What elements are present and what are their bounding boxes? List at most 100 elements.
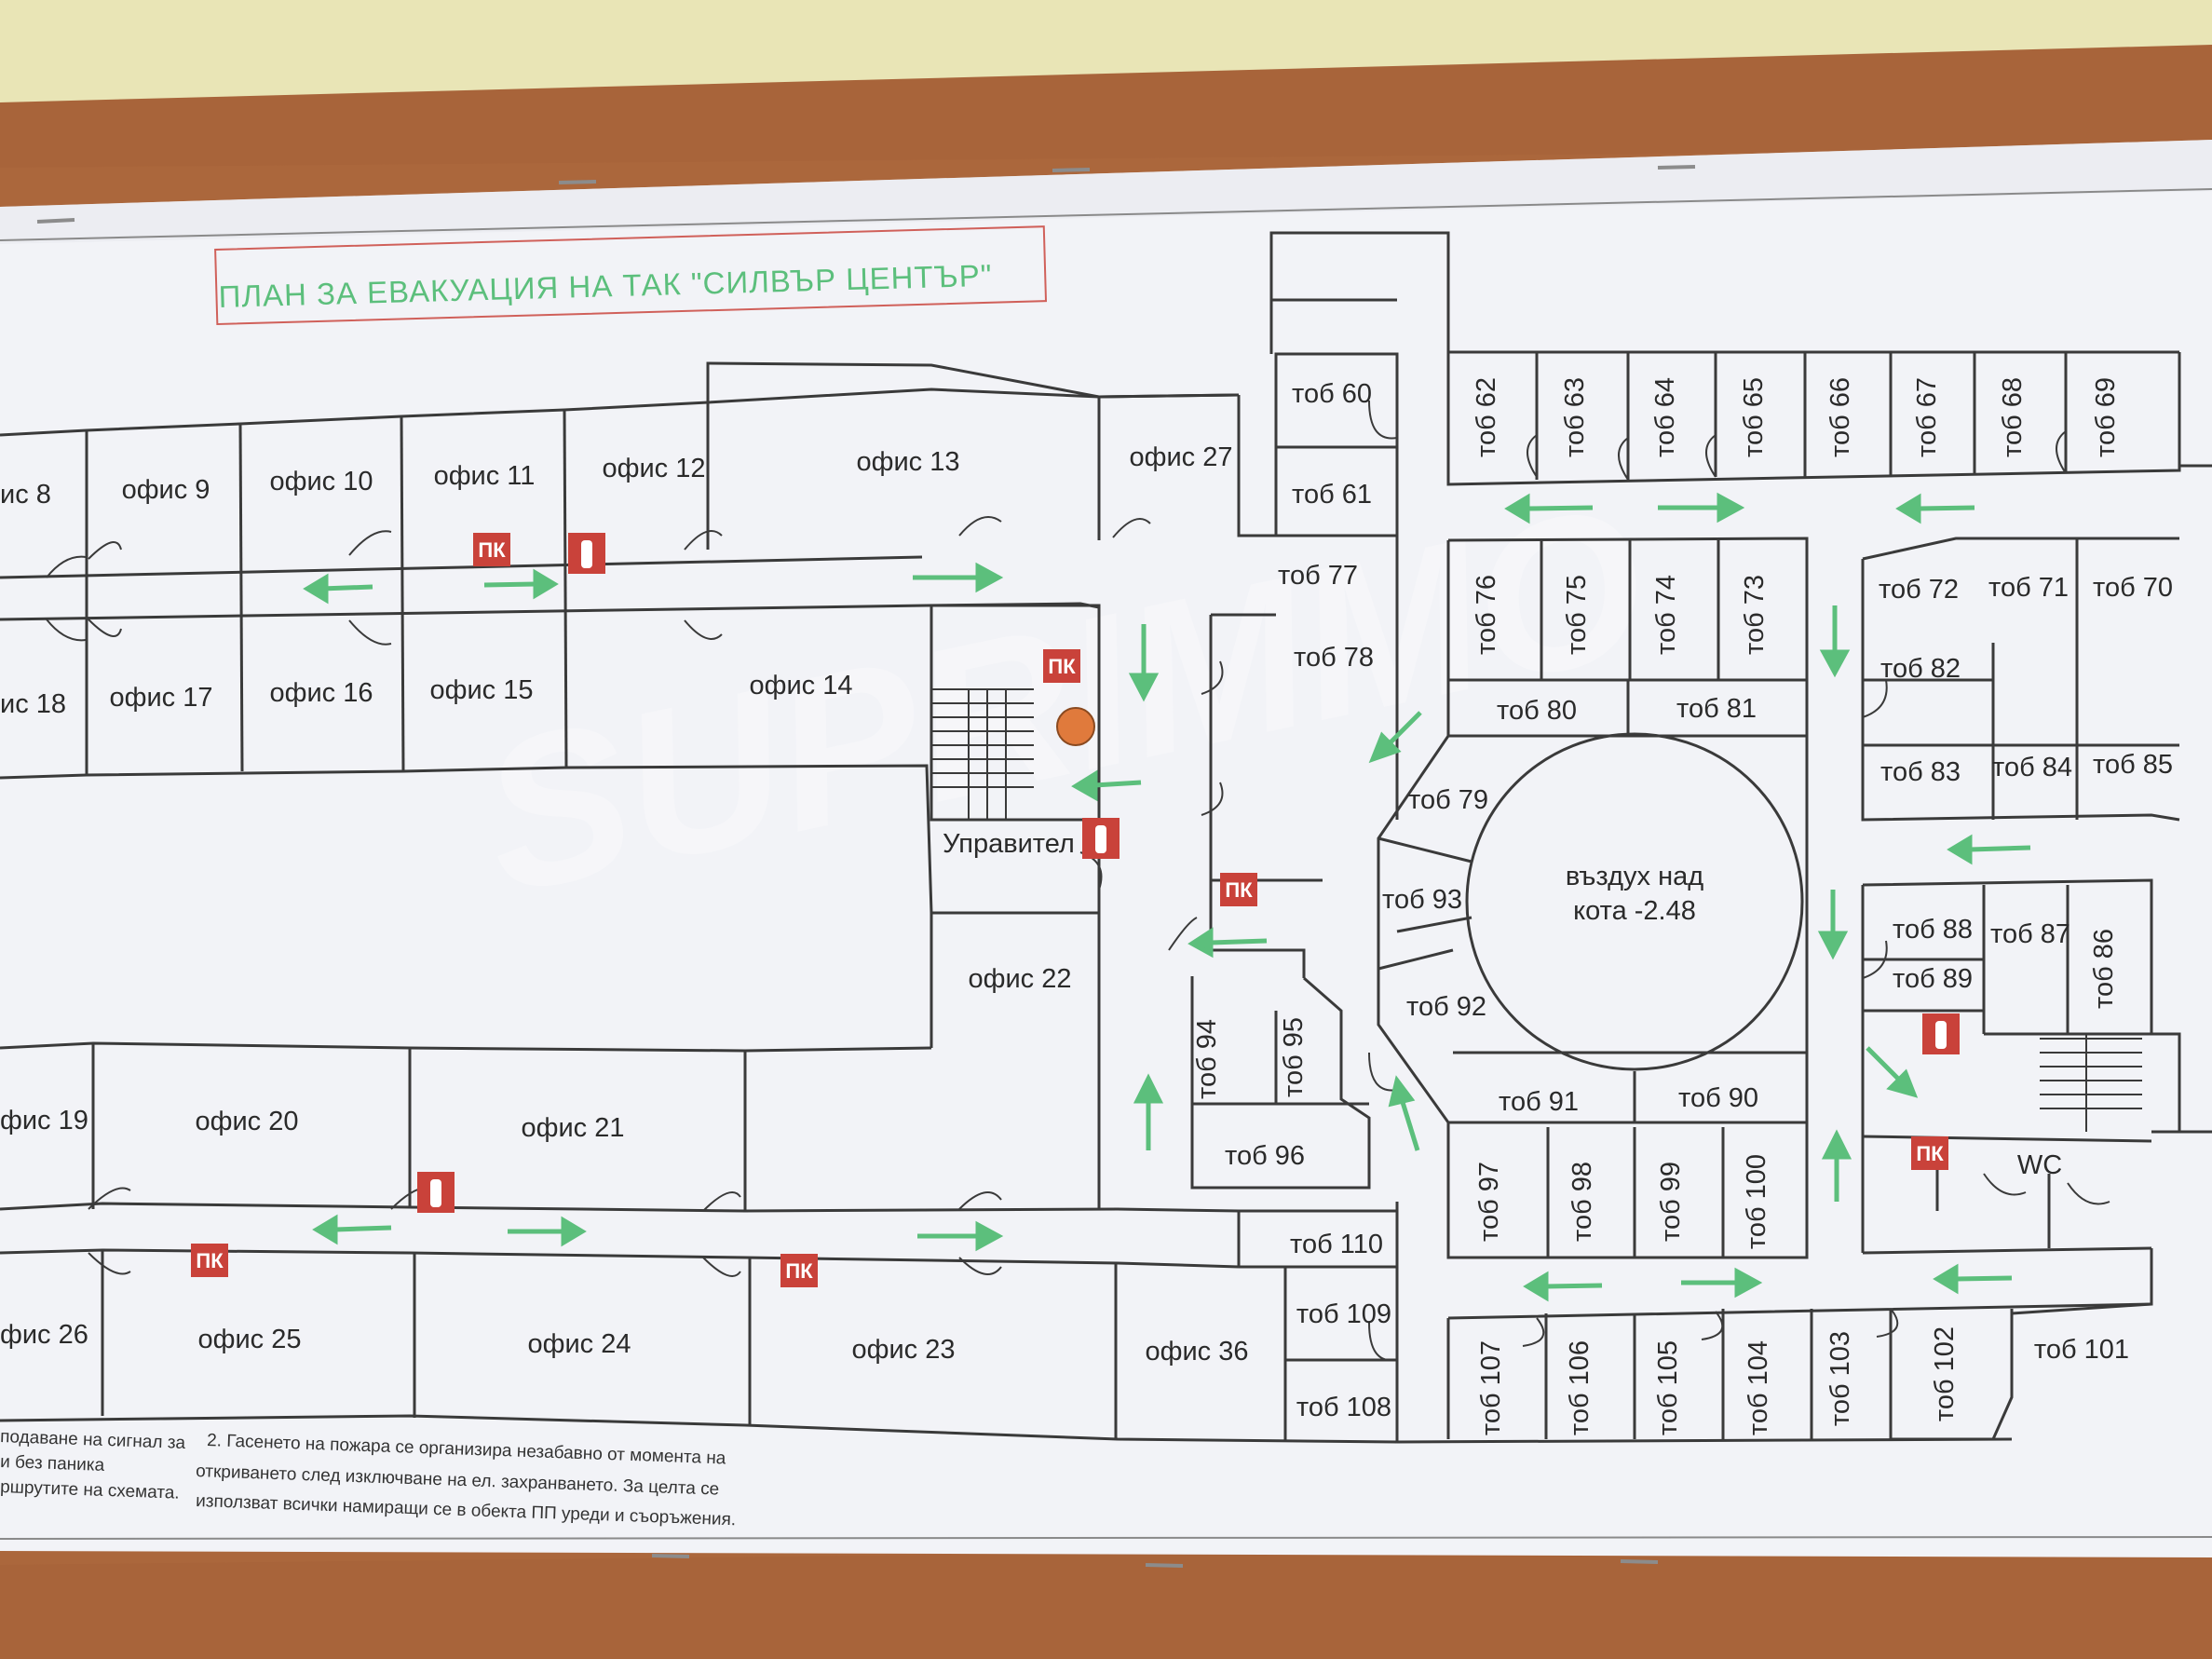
you-are-here-marker [1056,707,1095,746]
arrow-right-icon [913,562,1004,593]
room-label-r13: офис 13 [856,447,959,477]
extinguisher-markers [417,533,1960,1213]
fire-extinguisher-icon [1082,818,1120,859]
svg-text:ПК: ПК [785,1259,813,1283]
arrow-left-icon [312,1214,392,1245]
room-label-r10: офис 10 [269,467,373,496]
plan-border-bottom [0,1536,2212,1540]
room-label-r25: офис 25 [197,1325,301,1354]
room-label-r11: офис 11 [434,461,536,491]
room-label-t78: тоб 78 [1294,643,1374,673]
room-label-t90: тоб 90 [1678,1083,1758,1113]
room-label-t62: тоб 62 [1472,377,1501,457]
atrium-label-line1: въздух над [1566,862,1703,891]
hydrant-icon: ПК [780,1254,818,1287]
arrow-left-icon [1187,927,1268,959]
room-label-r12: офис 12 [602,454,705,483]
plan-border-top [0,188,2212,241]
hydrant-icon: ПК [191,1244,228,1277]
atrium-circle [1465,732,1804,1071]
room-label-r19: фис 19 [0,1106,88,1135]
room-label-r27: офис 27 [1129,442,1232,472]
room-label-r16: офис 16 [269,678,373,708]
room-label-t68: тоб 68 [1998,377,2028,457]
room-label-t72: тоб 72 [1879,575,1959,605]
room-label-t76: тоб 76 [1472,575,1501,655]
atrium-label-line2: кота -2.48 [1573,896,1696,926]
arrow-up-icon [1133,1073,1164,1150]
fire-extinguisher-icon [417,1172,455,1213]
room-label-t74: тоб 74 [1651,575,1681,655]
hydrant-icon: ПК [473,533,510,566]
arrow-down-icon [1819,605,1851,678]
room-label-r14: офис 14 [749,671,852,700]
arrow-down-icon [1128,624,1160,702]
room-label-t89: тоб 89 [1893,964,1973,994]
room-label-r17: офис 17 [109,683,212,713]
room-label-t61: тоб 61 [1292,480,1372,510]
room-label-t60: тоб 60 [1292,379,1372,409]
room-label-t108: тоб 108 [1296,1393,1391,1422]
room-label-t91: тоб 91 [1499,1087,1579,1117]
room-label-t106: тоб 106 [1565,1340,1595,1435]
room-label-t98: тоб 98 [1567,1162,1597,1242]
hydrant-icon: ПК [1220,873,1257,906]
room-label-r24: офис 24 [527,1329,631,1359]
room-label-r18: ис 18 [0,689,66,719]
room-label-t63: тоб 63 [1560,377,1590,457]
arrow-left-icon [1933,1263,2013,1295]
arrow-left-icon [1895,493,1975,524]
room-label-t81: тоб 81 [1676,694,1757,724]
room-label-r21: офис 21 [521,1113,624,1143]
room-label-t109: тоб 109 [1296,1299,1391,1329]
room-label-t71: тоб 71 [1988,573,2069,603]
room-label-t87: тоб 87 [1990,919,2070,949]
arrow-right-icon [1658,492,1745,524]
room-label-t80: тоб 80 [1497,696,1577,726]
room-label-t84: тоб 84 [1992,753,2072,782]
room-label-t99: тоб 99 [1656,1162,1686,1242]
hydrant-icon: ПК [1911,1136,1948,1170]
room-label-t82: тоб 82 [1880,654,1961,684]
room-label-r23: офис 23 [851,1335,955,1365]
room-label-t100: тоб 100 [1742,1154,1771,1249]
floor-plan-walls [0,231,2212,1444]
arrow-right-icon [508,1216,587,1247]
room-label-r22: офис 22 [968,964,1071,994]
svg-text:ПК: ПК [1916,1142,1944,1165]
room-label-t104: тоб 104 [1744,1340,1773,1435]
room-label-t103: тоб 103 [1825,1331,1855,1426]
svg-text:ПК: ПК [478,538,506,562]
fire-extinguisher-icon [568,533,605,574]
room-label-r15: офис 15 [429,675,533,705]
room-label-t85: тоб 85 [2093,750,2173,780]
room-label-t79: тоб 79 [1408,785,1488,815]
svg-text:ПК: ПК [1048,655,1076,678]
arrow-up-icon [1821,1129,1852,1202]
room-label-t96: тоб 96 [1225,1141,1305,1171]
room-label-wc: WC [2017,1150,2062,1180]
room-label-t65: тоб 65 [1739,377,1769,457]
arrow-down-left-icon [1368,711,1422,764]
room-label-t107: тоб 107 [1476,1340,1506,1435]
svg-text:ПК: ПК [1225,878,1253,902]
room-label-t75: тоб 75 [1562,575,1592,655]
room-label-t93: тоб 93 [1382,885,1462,915]
room-label-t67: тоб 67 [1912,377,1942,457]
hydrant-markers: ПК ПК ПК ПК ПК ПК [191,533,1948,1287]
arrow-left-icon [1504,493,1594,524]
room-label-t66: тоб 66 [1825,377,1855,457]
arrow-left-icon [1071,769,1142,802]
room-label-t94: тоб 94 [1192,1019,1222,1099]
room-label-r20: офис 20 [195,1107,298,1136]
room-label-t83: тоб 83 [1880,757,1961,787]
arrow-right-icon [917,1220,1004,1252]
note-left-line2: и без паника [0,1452,105,1475]
room-label-r9: офис 9 [122,475,210,505]
fire-extinguisher-icon [1922,1013,1960,1054]
room-label-t105: тоб 105 [1653,1340,1683,1435]
arrow-right-icon [1681,1267,1763,1299]
arrow-down-right-icon [1866,1046,1919,1098]
